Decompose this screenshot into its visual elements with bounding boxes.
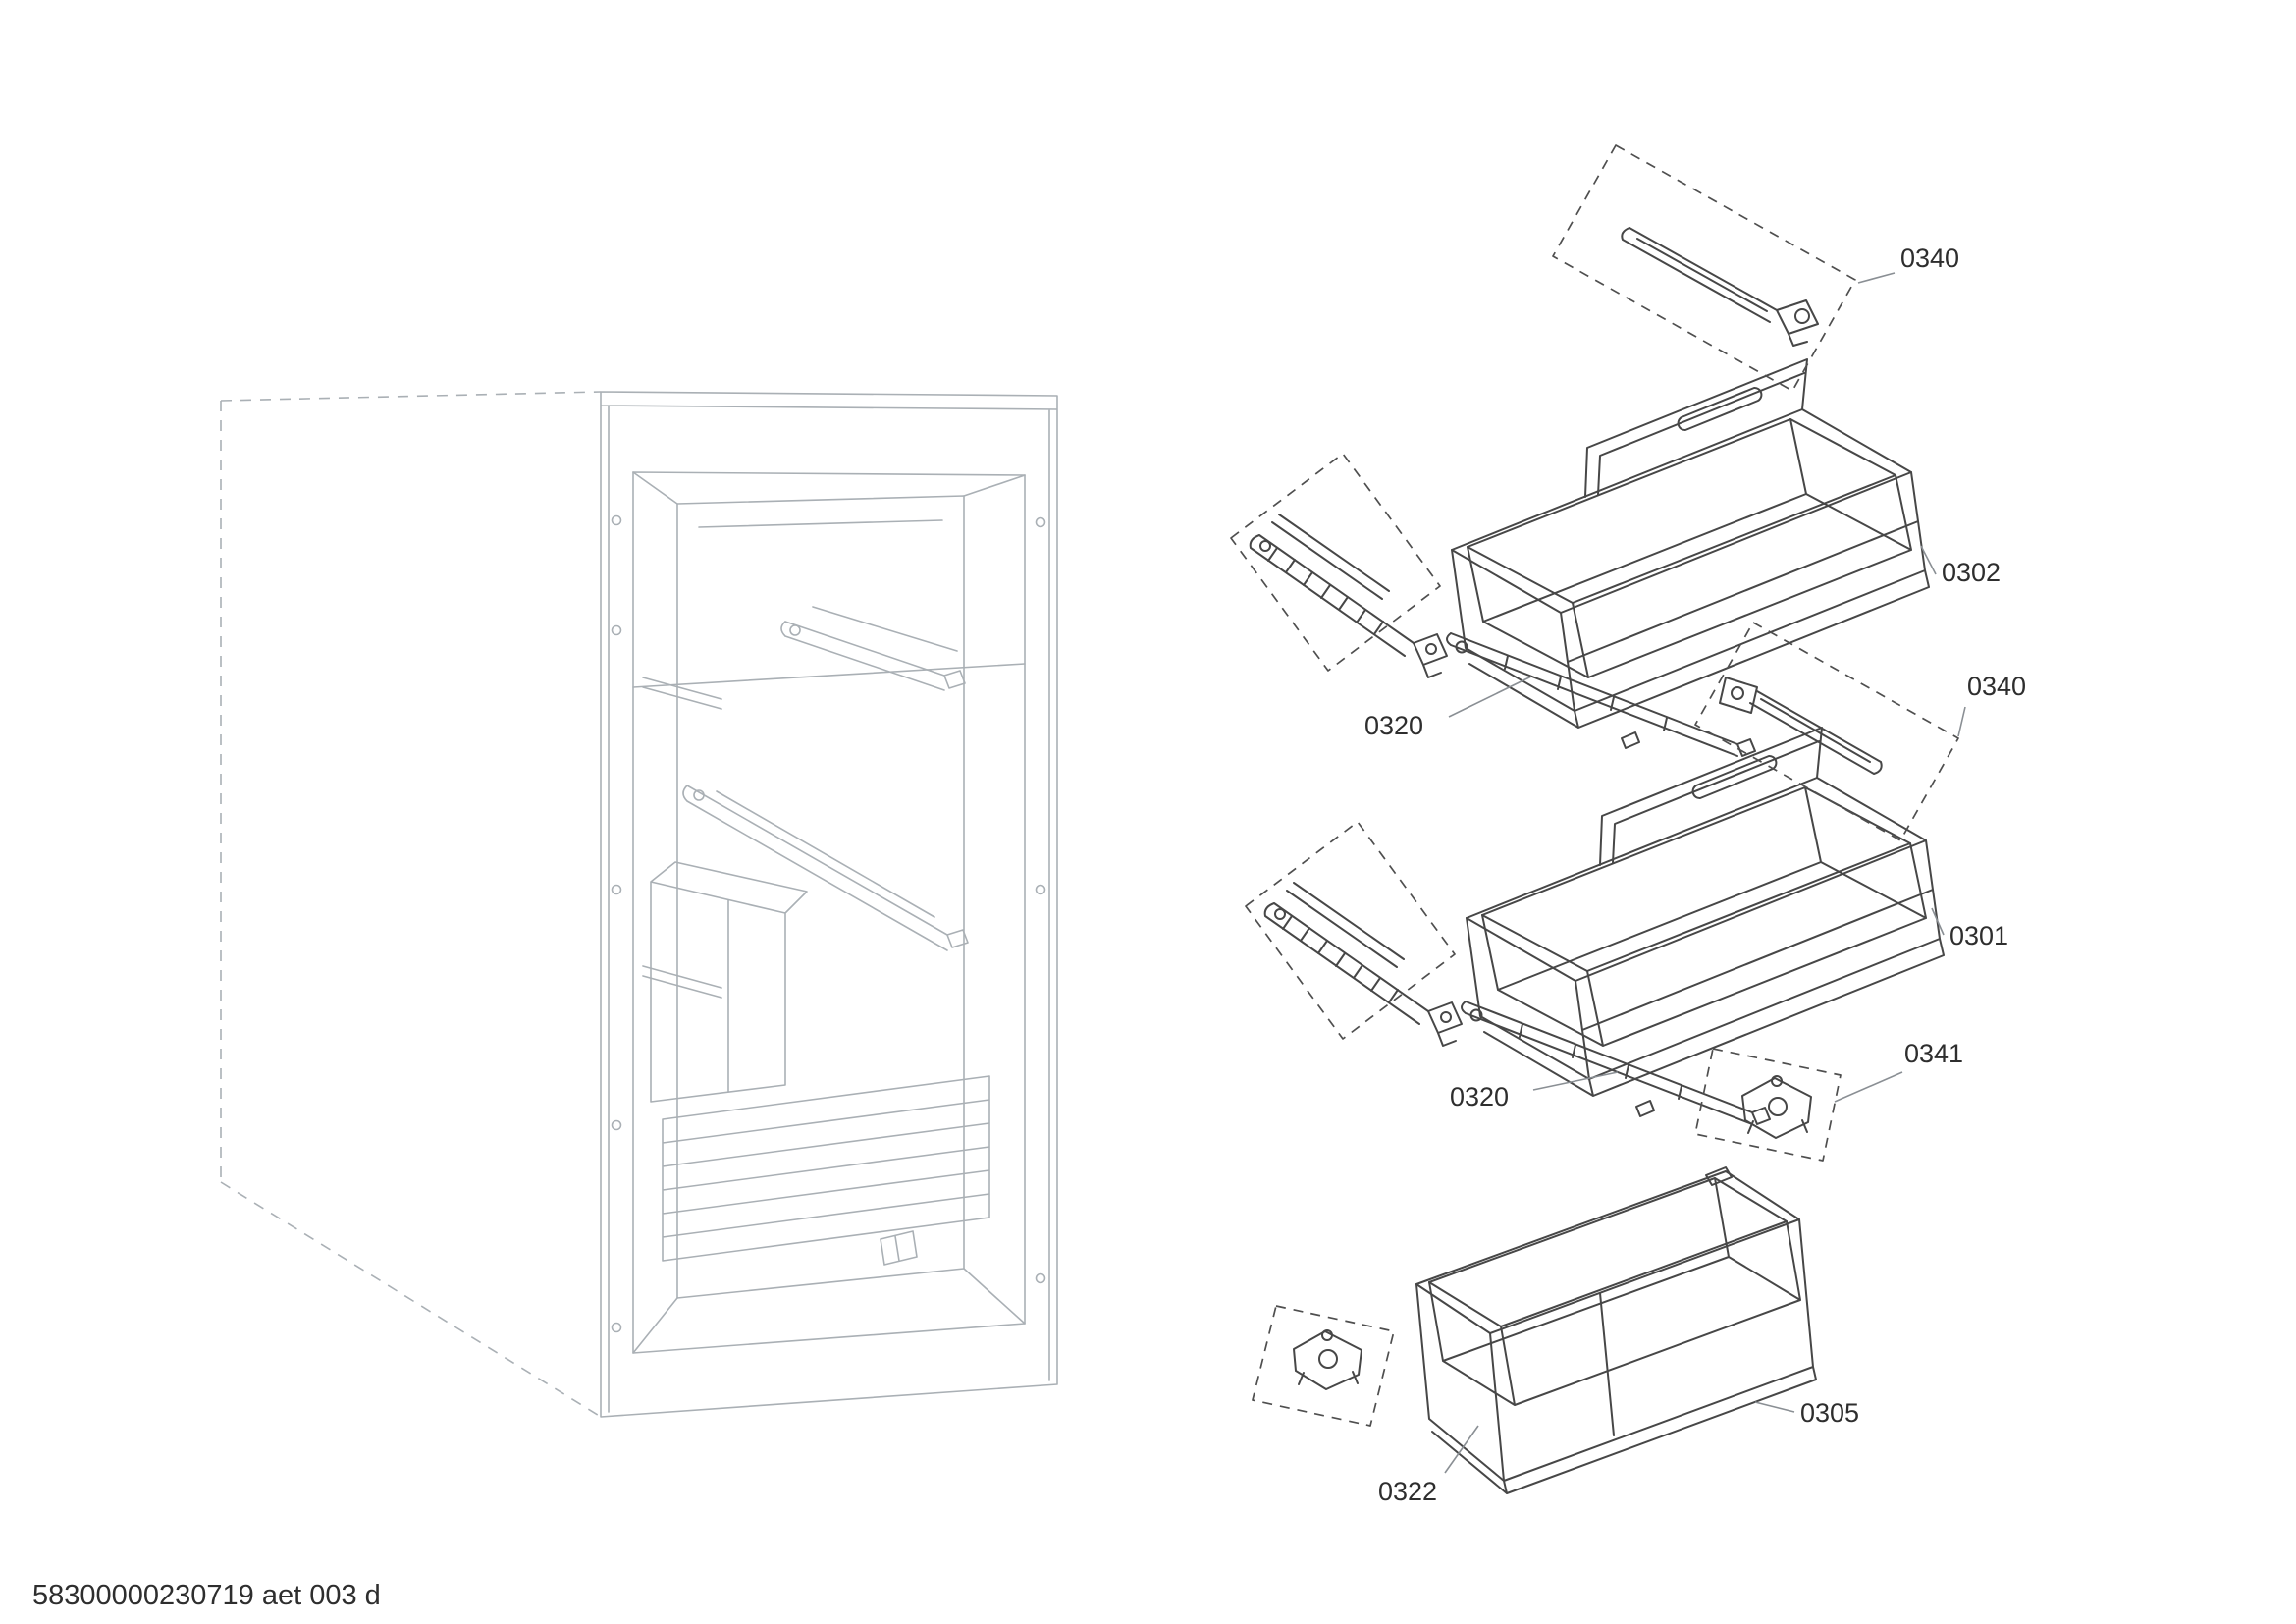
drawer-under-rail <box>1446 632 1756 757</box>
drawer-rim <box>1451 408 1912 614</box>
drawer-0305 <box>1415 1166 1817 1494</box>
drawer-0302 <box>1446 358 1930 757</box>
clip-0341 <box>1694 1048 1842 1162</box>
cabinet-screw-holes <box>611 514 1046 1333</box>
rail-assembly-0320-lower <box>1245 821 1463 1047</box>
rail-0340-top-dashed-box <box>1552 144 1856 392</box>
rail-0340-top-bar <box>1621 227 1819 347</box>
drawer-interior <box>1467 418 1912 678</box>
clip-0341-dashed-box <box>1694 1048 1842 1162</box>
part-label-0340-middle: 0340 <box>1957 672 2026 737</box>
drawer-0305-tab <box>1705 1166 1733 1186</box>
label-text-0341: 0341 <box>1904 1039 1963 1068</box>
leader-0302 <box>1920 545 1937 575</box>
cabinet-wireframe <box>220 391 1058 1418</box>
rail-0340-middle-dashed-box <box>1694 622 1959 841</box>
clip-0341-body <box>1741 1077 1812 1139</box>
cabinet-rail-upper <box>780 606 966 691</box>
cabinet-rail-lower <box>682 785 969 951</box>
drawer-handle-slot <box>1677 387 1763 431</box>
rail-0320-end-bracket <box>1413 633 1448 678</box>
leader-0322 <box>1444 1425 1479 1474</box>
part-label-0322: 0322 <box>1378 1425 1479 1506</box>
leader-0320-upper <box>1448 676 1532 718</box>
cabinet-wall-rail-mounts <box>642 677 722 999</box>
rail-assembly-0320-upper <box>1230 453 1448 678</box>
drawer-under-rail-roller <box>1455 640 1468 654</box>
drawer-front-panel <box>1584 358 1808 498</box>
drawer-0305-rim <box>1415 1170 1800 1334</box>
cabinet-cutaway-dashed-outline <box>220 391 602 1418</box>
drawer-0305-walls <box>1415 1218 1817 1494</box>
rail-0340-middle-bar <box>1719 677 1883 775</box>
part-label-0302: 0302 <box>1920 545 2001 587</box>
rail-0340-middle <box>1694 622 1959 841</box>
leader-0340-top <box>1857 272 1896 284</box>
rail-0340-top <box>1552 144 1856 392</box>
label-text-0322: 0322 <box>1378 1477 1437 1506</box>
clip-0322-roller <box>1318 1349 1338 1369</box>
rail-0320-roller-rear <box>1425 643 1437 655</box>
cabinet-back-wall <box>676 495 965 1299</box>
cabinet-evaporator-box <box>650 861 808 1103</box>
cabinet-frame <box>600 391 1058 1418</box>
drawer-0305-interior <box>1428 1177 1801 1406</box>
part-label-0320-upper: 0320 <box>1364 676 1532 740</box>
label-text-0301: 0301 <box>1949 921 2008 950</box>
label-text-0305: 0305 <box>1800 1398 1859 1428</box>
clip-0341-pin <box>1771 1075 1783 1087</box>
cabinet-rail-upper-roller <box>789 624 801 636</box>
clip-0341-roller <box>1768 1097 1788 1116</box>
rail-0320-slide <box>1249 514 1415 657</box>
rail-0340-middle-knob <box>1731 686 1744 700</box>
cabinet-corner-edges <box>632 471 1026 1354</box>
part-label-0301: 0301 <box>1931 907 2008 950</box>
leader-0341 <box>1834 1071 1903 1103</box>
rail-0320-roller-front <box>1259 540 1271 552</box>
rail-0340-top-knob <box>1794 308 1810 324</box>
cabinet-rail-lower-roller <box>693 789 705 801</box>
part-label-0341: 0341 <box>1834 1039 1963 1103</box>
document-number: 58300000230719 aet 003 d <box>32 1580 381 1611</box>
part-label-0340-top: 0340 <box>1857 244 1959 284</box>
label-text-0320-upper: 0320 <box>1364 711 1423 740</box>
label-text-0340-top: 0340 <box>1900 244 1959 273</box>
drawer-walls <box>1451 471 1930 749</box>
clip-0322-pin <box>1321 1329 1333 1341</box>
rail-0320-dashed-box <box>1230 453 1441 672</box>
clip-0322-dashed-box <box>1252 1305 1395 1427</box>
cabinet-bottom-bracket <box>880 1230 918 1266</box>
label-text-0320-lower: 0320 <box>1450 1082 1509 1111</box>
part-labels: 0340 0302 0340 0320 0301 0341 0320 0305 <box>1364 244 2026 1506</box>
leader-0305 <box>1754 1401 1795 1413</box>
leader-0320-lower <box>1532 1071 1619 1091</box>
leader-0301 <box>1931 907 1945 936</box>
leader-0340-middle <box>1957 706 1966 737</box>
part-label-0305: 0305 <box>1754 1398 1859 1428</box>
cabinet-floor-ribs <box>662 1075 990 1262</box>
clip-0322 <box>1252 1305 1395 1427</box>
part-label-0320-lower: 0320 <box>1450 1071 1619 1111</box>
label-text-0340-middle: 0340 <box>1967 672 2026 701</box>
drawer-0301 <box>1461 727 1945 1125</box>
label-text-0302: 0302 <box>1942 558 2001 587</box>
